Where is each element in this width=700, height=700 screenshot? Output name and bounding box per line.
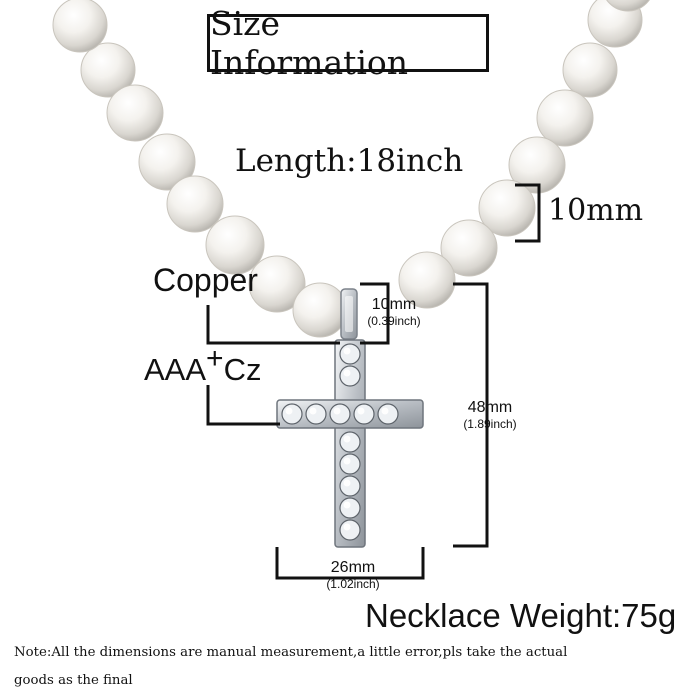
pearl-bead bbox=[398, 251, 456, 309]
cz-stone bbox=[339, 519, 361, 541]
weight-label: Necklace Weight:75g bbox=[365, 597, 677, 634]
cz-stone bbox=[339, 453, 361, 475]
pearl-bead bbox=[52, 0, 108, 53]
stone-leader bbox=[206, 385, 280, 426]
cz-stone-glint bbox=[357, 407, 365, 415]
width-mm: 26mm bbox=[330, 559, 376, 576]
cz-stone bbox=[377, 403, 399, 425]
pearl-bead bbox=[248, 255, 306, 313]
cz-stone-glint bbox=[343, 347, 351, 355]
height-inch: (1.89inch) bbox=[463, 417, 517, 431]
cz-stone-glint bbox=[343, 369, 351, 377]
cz-stone bbox=[329, 403, 351, 425]
cz-stone-glint bbox=[381, 407, 389, 415]
bail-dimension: 10mm (0.39inch) bbox=[356, 296, 432, 328]
cz-stone-glint bbox=[343, 457, 351, 465]
cz-stone bbox=[339, 343, 361, 365]
cz-stone-glint bbox=[343, 435, 351, 443]
cz-stone bbox=[353, 403, 375, 425]
pearl-bead bbox=[562, 42, 618, 98]
height-bracket bbox=[453, 282, 489, 548]
cross-pendant bbox=[276, 288, 424, 548]
bail-size-bracket bbox=[360, 282, 390, 345]
pearl-bead bbox=[440, 219, 498, 277]
title-box: Size Information bbox=[207, 4, 489, 82]
cz-stone bbox=[339, 431, 361, 453]
cz-stone-glint bbox=[285, 407, 293, 415]
bail-mm: 10mm bbox=[371, 296, 417, 313]
pearl-bead bbox=[508, 136, 566, 194]
cz-stone-glint bbox=[343, 479, 351, 487]
bail-inch: (0.39inch) bbox=[367, 314, 421, 328]
pearl-bead bbox=[536, 89, 594, 147]
bead-size-bracket bbox=[515, 183, 541, 243]
pearl-bead bbox=[292, 282, 348, 338]
cz-stone-glint bbox=[333, 407, 341, 415]
note-line-2: goods as the final bbox=[14, 673, 133, 688]
stone-label-plus: + bbox=[206, 342, 224, 375]
stone-label-prefix: AAA bbox=[144, 352, 207, 387]
cz-stone bbox=[305, 403, 327, 425]
width-inch: (1.02inch) bbox=[326, 577, 380, 591]
stone-label: AAA+Cz bbox=[144, 342, 262, 388]
cz-stone bbox=[339, 365, 361, 387]
bead-size-label: 10mm bbox=[548, 193, 644, 228]
note-line-1: Note:All the dimensions are manual measu… bbox=[14, 645, 568, 660]
height-dimension: 48mm (1.89inch) bbox=[449, 399, 531, 431]
cz-stone bbox=[339, 475, 361, 497]
cz-stones bbox=[281, 343, 399, 541]
cz-stone-glint bbox=[343, 501, 351, 509]
cz-stone bbox=[281, 403, 303, 425]
length-label: Length:18inch bbox=[235, 143, 464, 179]
width-dimension: 26mm (1.02inch) bbox=[313, 559, 393, 591]
pearl-bead bbox=[138, 133, 196, 191]
cz-stone-glint bbox=[309, 407, 317, 415]
pearl-bead bbox=[606, 0, 650, 12]
pearl-bead bbox=[106, 84, 164, 142]
copper-leader bbox=[206, 305, 340, 345]
pearl-bead bbox=[80, 42, 136, 98]
cz-stone-glint bbox=[343, 523, 351, 531]
cz-stone bbox=[339, 497, 361, 519]
material-label: Copper bbox=[153, 262, 258, 298]
pearl-bead bbox=[166, 175, 224, 233]
height-mm: 48mm bbox=[467, 399, 513, 416]
pearl-bead bbox=[587, 0, 643, 48]
pearl-bead bbox=[205, 215, 265, 275]
page-title: Size Information bbox=[210, 4, 409, 82]
pearl-bead bbox=[478, 179, 536, 237]
stone-label-suffix: Cz bbox=[223, 352, 262, 387]
pearl-strand bbox=[52, 0, 650, 338]
dimension-lines bbox=[206, 183, 541, 580]
width-bracket bbox=[275, 547, 425, 580]
